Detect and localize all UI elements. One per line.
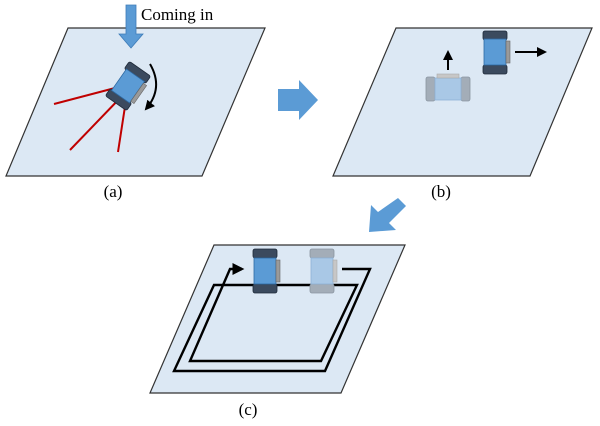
- coverage-path: [172, 263, 372, 373]
- panel-a-caption: (a): [104, 182, 123, 201]
- down-left-arrow-icon: [369, 198, 406, 232]
- incoming-arrow-icon: [118, 4, 144, 49]
- robot-wheel: [252, 248, 278, 259]
- panel-a: Coming in (a): [5, 4, 266, 201]
- panel-b-plane: [332, 27, 593, 177]
- robot-sensor: [505, 40, 511, 64]
- robot-body: [310, 257, 334, 285]
- panel-c-plane: [149, 244, 406, 394]
- panel-b-caption: (b): [431, 182, 451, 201]
- robot-wheel: [309, 283, 335, 294]
- panel-a-plane: [5, 27, 266, 177]
- robot-b: [482, 30, 511, 75]
- robot-wheel: [309, 248, 335, 259]
- robot-wheel: [460, 76, 471, 102]
- robot-body: [483, 38, 507, 66]
- robot-body: [434, 77, 462, 101]
- robot-sensor: [130, 82, 148, 105]
- robot-wheel: [425, 76, 436, 102]
- rotation-arrow-icon: [144, 63, 157, 111]
- robot-sensor: [332, 259, 338, 283]
- robot-sensor: [275, 259, 281, 283]
- robot-sensor: [436, 73, 460, 79]
- robot-b-faded: [425, 73, 471, 102]
- robot-wheel: [252, 283, 278, 294]
- robot-a: [105, 61, 151, 111]
- sensor-ray: [53, 87, 116, 105]
- robot-c-faded: [309, 248, 338, 294]
- right-arrow-icon: [278, 80, 318, 120]
- sensor-ray: [69, 95, 123, 151]
- robot-c: [252, 248, 281, 294]
- incoming-label: Coming in: [141, 5, 214, 24]
- robot-wheel: [482, 64, 508, 75]
- panel-b: (b): [332, 27, 593, 201]
- panel-c: (c): [149, 244, 406, 419]
- robot-body: [253, 257, 277, 285]
- panel-c-caption: (c): [239, 400, 258, 419]
